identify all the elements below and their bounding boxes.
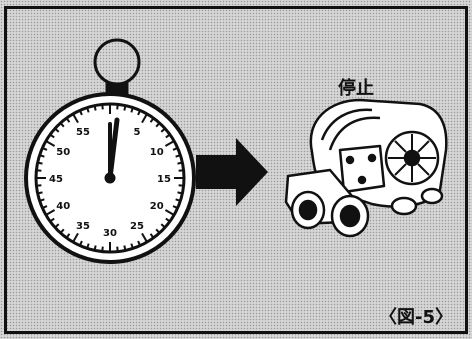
dial-tick [141,113,148,124]
dial-tick [37,191,43,195]
dial-tick [78,109,83,116]
dial-tick [178,184,184,187]
dial-tick [116,246,119,252]
dial-tick [141,232,148,243]
dial-number: 20 [150,201,164,212]
dial-tick [72,113,79,124]
robot-icon [284,98,448,238]
dial-tick [130,107,134,113]
stopwatch-ticks [36,104,184,252]
right-arrow-icon [196,138,268,206]
dial-tick [155,122,161,128]
dial-tick [86,107,90,113]
dial-tick [78,240,83,247]
dial-number: 35 [76,221,90,232]
dial-tick [155,228,161,234]
dial-number: 40 [56,201,70,212]
dial-tick [45,140,56,147]
stop-status-label: 停止 [338,78,374,99]
dial-number: 30 [103,228,117,239]
dial-tick [160,223,166,229]
dial-tick [41,146,48,151]
dial-tick [123,105,127,111]
dial-number: 15 [157,174,171,185]
dial-tick [172,205,179,210]
dial-tick [93,105,97,111]
dial-tick [123,245,127,251]
dial-tick [54,223,60,229]
dial-tick [164,140,175,147]
dial-tick [49,133,55,139]
dial-tick [59,122,65,128]
dial-tick [49,217,55,223]
dial-tick [165,217,171,223]
dial-tick [101,104,104,110]
dial-tick [93,245,97,251]
dial-tick [36,184,42,187]
dial-tick [137,109,142,116]
dial-tick [130,243,134,249]
dial-tick [72,232,79,243]
figure-caption: 〈図-5〉 [379,307,453,328]
dial-number: 55 [76,127,90,138]
dial-tick [149,233,155,239]
stopwatch-hands [104,117,120,184]
rear-roller [420,187,444,205]
dial-tick [160,127,166,133]
dial-number: 10 [150,147,164,158]
robot-side-panel [338,144,386,194]
stopwatch-ring [93,38,141,86]
dial-tick [65,117,71,123]
dial-tick [149,117,155,123]
dial-number: 25 [130,221,144,232]
dial-tick [164,209,175,216]
dial-tick [59,228,65,234]
dial-tick [137,240,142,247]
dial-number: 45 [49,174,63,185]
dial-tick [39,154,45,158]
dial-tick [172,146,179,151]
dial-tick [41,205,48,210]
dial-tick [178,169,184,172]
dial-number: 50 [56,147,70,158]
dial-number: 5 [134,127,141,138]
dial-tick [39,198,45,202]
figure-frame [4,6,468,334]
dial-tick [65,233,71,239]
dial-tick [101,246,104,252]
dial-tick [54,127,60,133]
dial-tick [177,191,183,195]
dial-tick [175,198,181,202]
dial-tick [37,161,43,165]
dial-tick [116,104,119,110]
dial-tick [36,169,42,172]
rear-roller [390,196,418,216]
dial-tick [177,161,183,165]
dial-tick [45,209,56,216]
dial-tick [86,243,90,249]
dial-tick [165,133,171,139]
dial-tick [175,154,181,158]
